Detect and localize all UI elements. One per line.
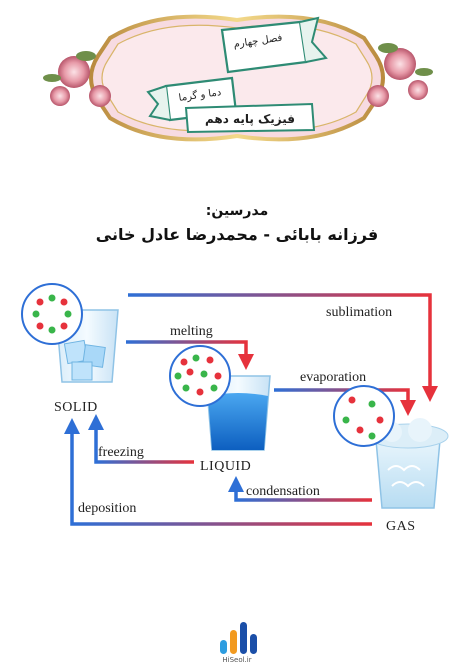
evaporation-arrow [274,388,416,416]
site-logo [220,622,257,654]
sublimation-arrow [128,293,438,402]
logo-text: HiSeol.ir [222,656,252,664]
book-title: فیزیک پایه دهم [204,112,296,126]
condensation-label: condensation [246,484,320,499]
gas-label: GAS [386,519,416,534]
liquid-label: LIQUID [200,459,251,474]
rose-decoration-right [367,43,433,107]
teachers-names: فرزانه بابائی - محمدرضا عادل خانی [95,225,379,244]
title-ribbon [184,102,316,134]
solid-label: SOLID [54,400,98,415]
gas-molecules-icon [333,385,395,447]
deposition-label: deposition [78,501,136,516]
solid-molecules-icon [21,283,83,345]
header-banner [43,14,433,142]
condensation-arrow [228,476,372,502]
liquid-molecules-icon [169,345,231,407]
phase-change-diagram: sublimation melting evaporation freezing… [21,283,449,534]
melting-arrow [126,340,254,370]
freezing-arrow [88,414,194,464]
melting-label: melting [170,324,213,339]
rose-decoration-left [43,51,111,107]
evaporation-label: evaporation [300,370,366,385]
teachers-label: مدرسین: [205,203,269,219]
sublimation-label: sublimation [326,305,392,320]
deposition-arrow [64,418,372,526]
freezing-label: freezing [98,445,144,460]
chapter-ribbon [220,16,328,74]
